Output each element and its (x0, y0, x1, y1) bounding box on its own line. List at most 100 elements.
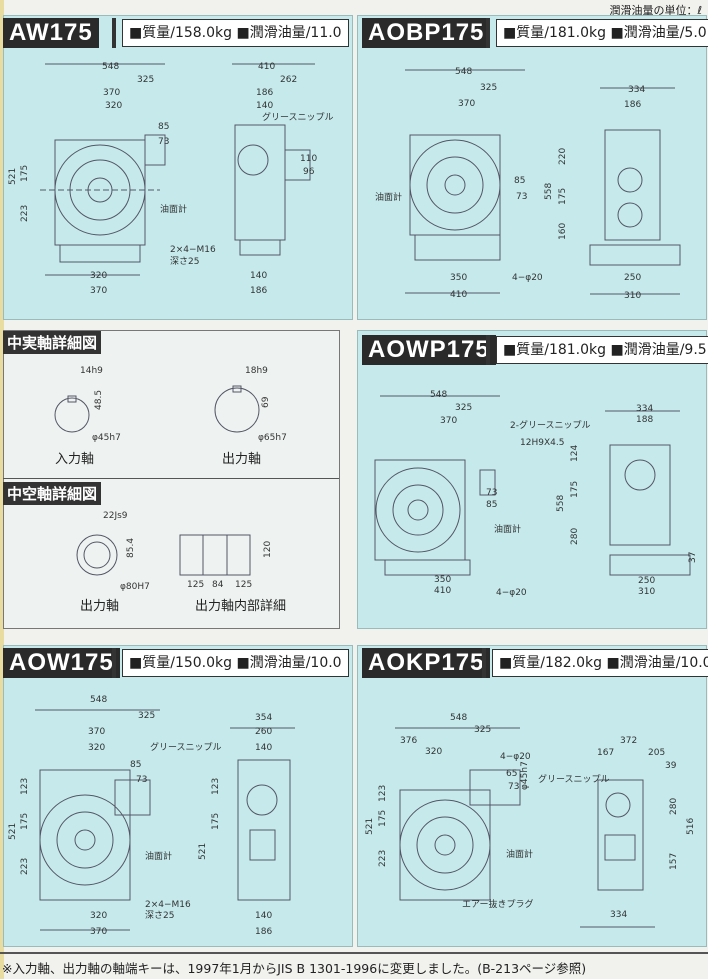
aowp175-dimension-label: 310 (638, 587, 656, 597)
aw175-dimension-label: 370 (103, 88, 121, 98)
aokp175-dimension-label: 39 (665, 761, 677, 771)
aowp175-dimension-label: 2-グリースニップル (510, 421, 591, 431)
aokp175-dimension-label: 157 (669, 852, 679, 870)
aowp175-dimension-label: 370 (440, 416, 458, 426)
aow175-dimension-label: 548 (90, 695, 108, 705)
details-dimension-label: 出力軸 (222, 452, 262, 467)
aowp175-dimension-label: 250 (638, 576, 656, 586)
details-dimension-label: 84 (212, 580, 224, 590)
unit-note: 潤滑油量の単位：ℓ (609, 4, 702, 17)
aow175-dimension-label: 140 (255, 743, 273, 753)
aokp175-dimension-label: 油面計 (506, 850, 534, 860)
aow175-dimension-label: 123 (211, 777, 221, 795)
aowp175-dimension-label: 350 (434, 575, 452, 585)
divider (112, 18, 116, 48)
spec-aowp175: ■質量/181.0kg ■潤滑油量/9.5 (496, 336, 708, 364)
details-dimension-label: 22Js9 (103, 511, 128, 521)
aow175-side-view (230, 727, 295, 901)
aowp175-dimension-label: 油面計 (494, 525, 522, 535)
details-dimension-label: 69 (261, 396, 271, 408)
aw175-dimension-label: 186 (250, 286, 268, 296)
solid-shaft-title: 中実軸詳細図 (3, 331, 102, 354)
aowp175-dimension-label: 73 (486, 488, 498, 498)
aobp175-dimension-label: 油面計 (375, 193, 403, 203)
divider (486, 335, 490, 365)
hollow-shaft-title: 中空軸詳細図 (3, 482, 102, 505)
aowp175-dimension-label: 188 (636, 415, 654, 425)
aow175-dimension-label: 油面計 (145, 852, 173, 862)
aokp175-dimension-label: エアー抜きプラグ (462, 900, 534, 910)
aokp175-dimension-label: 516 (686, 817, 696, 835)
aobp175-dimension-label: 558 (544, 182, 554, 200)
details-dimension-label: 120 (263, 540, 273, 558)
aokp175-dimension-label: 325 (474, 725, 492, 735)
aowp175-dimension-label: 175 (570, 480, 580, 498)
aw175-dimension-label: 140 (250, 271, 268, 281)
divider (486, 18, 490, 48)
aobp175-dimension-label: 73 (516, 192, 528, 202)
aokp175-side-view (580, 779, 655, 928)
aobp175-dimension-label: 370 (458, 99, 476, 109)
details-dimension-label: φ45h7 (92, 433, 121, 443)
aow175-dimension-label: 186 (255, 927, 273, 937)
aow175-dimension-label: 175 (211, 812, 221, 830)
details-dimension-label: 125 (235, 580, 253, 590)
aow175-dimension-label: 370 (90, 927, 108, 937)
aw175-dimension-label: 370 (90, 286, 108, 296)
divider (112, 648, 116, 678)
aobp175-dimension-label: 350 (450, 273, 468, 283)
page-edge (0, 0, 4, 979)
aow175-dimension-label: 223 (20, 857, 30, 875)
aokp175-dimension-label: φ45h7 (520, 761, 530, 790)
aow175-dimension-label: 354 (255, 713, 273, 723)
aw175-side-view (232, 63, 315, 256)
aw175-dimension-label: 521 (8, 167, 18, 185)
aowp175-front-view (374, 395, 500, 576)
panel-aowp175 (357, 330, 707, 629)
aw175-dimension-label: 320 (90, 271, 108, 281)
model-title-aokp175: AOKP175 (362, 648, 491, 678)
aw175-dimension-label: 油面計 (160, 205, 188, 215)
aokp175-dimension-label: 280 (669, 797, 679, 815)
aow175-dimension-label: 521 (198, 842, 208, 860)
details-dimension-label: 48.5 (94, 389, 104, 410)
aobp175-dimension-label: 325 (480, 83, 498, 93)
footnote: ※入力軸、出力軸の軸端キーは、1997年1月からJIS B 1301-1996に… (2, 961, 587, 976)
details-dimension-label: 85.4 (126, 537, 136, 558)
aokp175-dimension-label: 123 (378, 784, 388, 802)
aowp175-dimension-label: 4−φ20 (496, 588, 527, 598)
panel-aow175 (3, 645, 353, 947)
aowp175-dimension-label: 334 (636, 404, 654, 414)
aw175-dimension-label: 96 (303, 167, 315, 177)
aow175-dimension-label: 370 (88, 727, 106, 737)
aw175-dimension-label: 110 (300, 154, 318, 164)
aokp175-dimension-label: 548 (450, 713, 468, 723)
panel-shaft-details (3, 330, 340, 629)
aw175-dimension-label: グリースニップル (262, 113, 334, 123)
aokp175-dimension-label: 4−φ20 (500, 752, 531, 762)
aowp175-side-view (605, 410, 691, 576)
aowp175-dimension-label: 37 (688, 551, 698, 563)
aobp175-dimension-label: 410 (450, 290, 468, 300)
aw175-front-view (40, 63, 166, 276)
aow175-dimension-label: 260 (255, 727, 273, 737)
aokp175-dimension-label: 205 (648, 748, 666, 758)
details-dimension-label: 18h9 (245, 366, 268, 376)
panel-aokp175 (357, 645, 707, 947)
spec-aw175: ■質量/158.0kg ■潤滑油量/11.0 (122, 19, 349, 47)
aowp175-dimension-label: 12H9X4.5 (520, 438, 565, 448)
aokp175-dimension-label: 372 (620, 736, 638, 746)
details-dimension-label: 14h9 (80, 366, 103, 376)
aow175-dimension-label: 深さ25 (145, 911, 175, 921)
model-title-aow175: AOW175 (3, 648, 120, 678)
section-divider (3, 478, 339, 479)
aow175-dimension-label: 2×4−M16 (145, 900, 191, 910)
spec-aobp175: ■質量/181.0kg ■潤滑油量/5.0 (496, 19, 708, 47)
aowp175-dimension-label: 124 (570, 444, 580, 462)
model-title-aw175: AW175 (3, 18, 99, 48)
aw175-dimension-label: 548 (102, 62, 120, 72)
aow175-dimension-label: 123 (20, 777, 30, 795)
aowp175-dimension-label: 85 (486, 500, 498, 510)
aokp175-dimension-label: 521 (365, 817, 375, 835)
aw175-dimension-label: 320 (105, 101, 123, 111)
